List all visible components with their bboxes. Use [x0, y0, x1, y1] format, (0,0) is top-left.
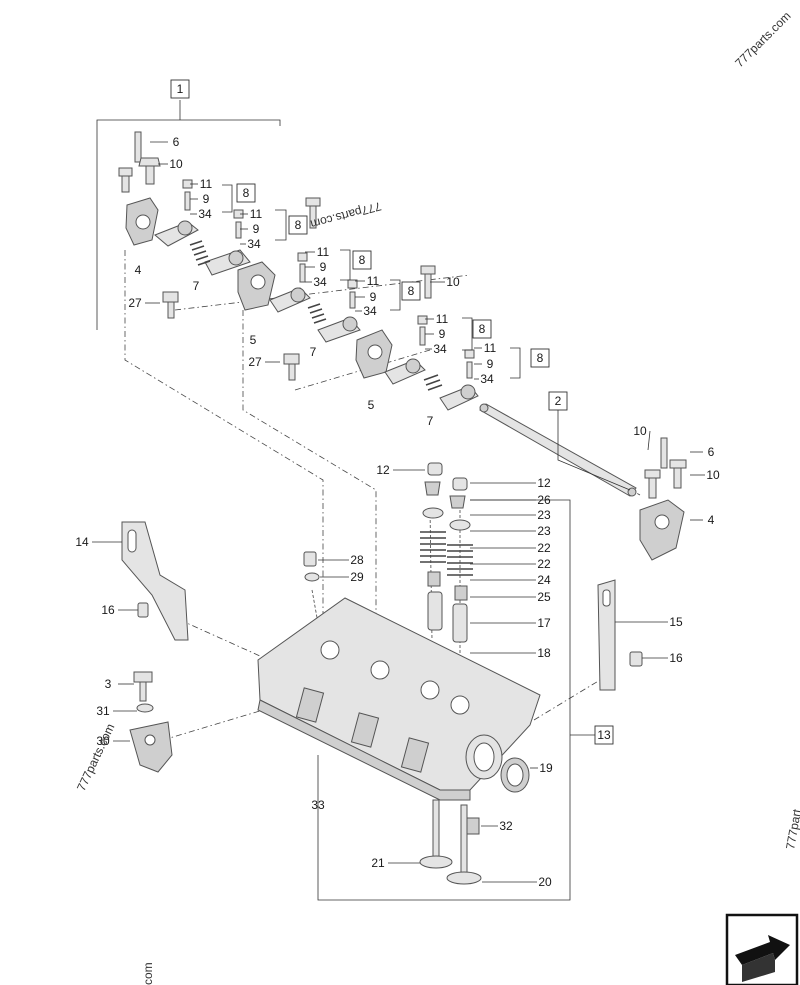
callout-label-9: 9 — [253, 222, 260, 236]
callout-label-28: 28 — [350, 553, 364, 567]
callout-label-8: 8 — [359, 253, 366, 267]
callout-label-6: 6 — [708, 445, 715, 459]
callout-box — [170, 79, 190, 99]
callout-box — [288, 215, 308, 235]
callout-label-29: 29 — [350, 570, 364, 584]
callout-label-11: 11 — [484, 341, 497, 355]
callout-label-10: 10 — [446, 275, 460, 289]
callout-label-25: 25 — [537, 590, 551, 604]
callout-label-5: 5 — [368, 398, 375, 412]
group-1-bracket — [96, 100, 281, 330]
callout-box — [236, 183, 256, 203]
callout-label-12: 12 — [537, 476, 551, 490]
callout-label-34: 34 — [480, 372, 494, 386]
callout-box — [352, 250, 372, 270]
callout-label-23: 23 — [537, 508, 551, 522]
callout-label-34: 34 — [198, 207, 212, 221]
callout-label-9: 9 — [203, 192, 210, 206]
watermark-bottom: com — [141, 962, 155, 985]
callout-label-13: 13 — [597, 728, 611, 742]
callout-label-20: 20 — [538, 875, 552, 889]
valves — [419, 799, 482, 885]
callout-label-17: 17 — [537, 616, 551, 630]
callout-label-8: 8 — [479, 322, 486, 336]
callout-label-16: 16 — [101, 603, 115, 617]
callout-label-10: 10 — [706, 468, 720, 482]
callout-label-2: 2 — [555, 394, 562, 408]
callout-label-10: 10 — [169, 157, 183, 171]
watermark-left: 777parts.com — [74, 721, 117, 793]
callout-label-12: 12 — [376, 463, 390, 477]
callout-label-23: 23 — [537, 524, 551, 538]
callout-box — [594, 725, 614, 745]
callout-label-1: 1 — [177, 82, 184, 96]
callout-leader — [647, 430, 651, 451]
callout-label-8: 8 — [295, 218, 302, 232]
callout-label-9: 9 — [439, 327, 446, 341]
callout-box — [472, 319, 492, 339]
callout-label-3: 3 — [105, 677, 112, 691]
callout-label-34: 34 — [313, 275, 327, 289]
callout-box — [530, 348, 550, 368]
rocker-shaft — [479, 403, 687, 561]
callout-label-19: 19 — [539, 761, 553, 775]
callout-label-11: 11 — [436, 312, 449, 326]
cylinder-head — [257, 597, 541, 801]
callout-label-34: 34 — [247, 237, 261, 251]
callout-label-27: 27 — [128, 296, 142, 310]
callout-label-34: 34 — [363, 304, 377, 318]
callout-label-14: 14 — [75, 535, 89, 549]
callout-label-33: 33 — [311, 798, 325, 812]
watermark-right-edge: 777part — [783, 807, 800, 850]
callout-label-6: 6 — [173, 135, 180, 149]
callout-label-22: 22 — [537, 557, 551, 571]
callout-box — [401, 281, 421, 301]
callout-label-15: 15 — [669, 615, 683, 629]
callout-label-7: 7 — [427, 414, 434, 428]
callout-label-4: 4 — [708, 513, 715, 527]
callout-label-21: 21 — [371, 856, 385, 870]
callout-label-34: 34 — [433, 342, 447, 356]
rocker-support-right — [639, 499, 685, 561]
callout-label-8: 8 — [537, 351, 544, 365]
callout-label-4: 4 — [135, 263, 142, 277]
callout-label-31: 31 — [96, 704, 110, 718]
arrow-icon[interactable] — [725, 913, 799, 985]
valve-train-stack — [303, 462, 473, 643]
callout-label-32: 32 — [499, 819, 513, 833]
callout-box — [548, 391, 568, 411]
callout-label-30: 30 — [96, 734, 110, 748]
watermark-top-right: 777parts.com — [732, 9, 793, 70]
callout-label-27: 27 — [248, 355, 262, 369]
callout-label-11: 11 — [200, 177, 213, 191]
callout-label-7: 7 — [310, 345, 317, 359]
callout-label-10: 10 — [633, 424, 647, 438]
group-brackets — [222, 184, 631, 901]
callout-label-22: 22 — [537, 541, 551, 555]
callout-label-5: 5 — [250, 333, 257, 347]
callout-label-9: 9 — [370, 290, 377, 304]
callout-label-7: 7 — [193, 279, 200, 293]
lifting-brackets — [121, 521, 643, 773]
rocker-assembly — [118, 131, 479, 411]
callout-label-26: 26 — [537, 493, 551, 507]
callout-label-18: 18 — [537, 646, 551, 660]
callout-label-8: 8 — [408, 284, 415, 298]
callout-label-16: 16 — [669, 651, 683, 665]
callout-label-11: 11 — [317, 245, 330, 259]
callout-label-24: 24 — [537, 573, 551, 587]
callout-label-8: 8 — [243, 186, 250, 200]
callout-label-9: 9 — [320, 260, 327, 274]
callout-label-11: 11 — [250, 207, 263, 221]
callout-label-11: 11 — [367, 274, 380, 288]
callout-label-9: 9 — [487, 357, 494, 371]
